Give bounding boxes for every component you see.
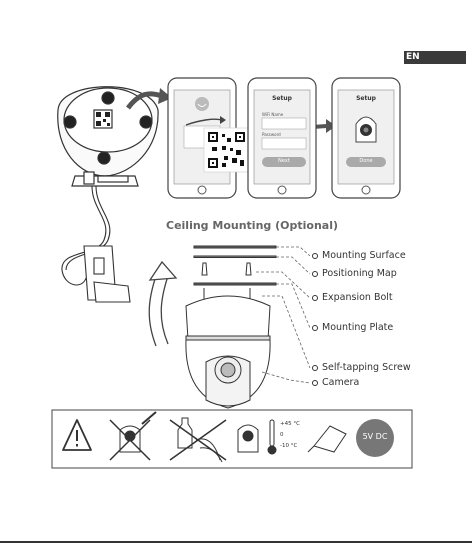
temp-mid-label: 0	[280, 432, 284, 438]
phone-3-done-button: Done	[346, 158, 386, 164]
part-label-camera: Camera	[322, 377, 359, 388]
part-label-self-tapping-screw: Self-tapping Screw	[322, 362, 411, 373]
part-bullets	[313, 254, 318, 386]
part-label-mounting-surface: Mounting Surface	[322, 250, 406, 261]
mounting-arrow-icon	[149, 276, 156, 346]
phone-2-field1-label: WiFi Name	[262, 112, 283, 117]
phone-2-field2-label: Password	[262, 132, 281, 137]
section-title: Ceiling Mounting (Optional)	[166, 219, 338, 232]
temp-high-label: +45 °C	[280, 421, 300, 427]
power-adapter-illustration	[62, 186, 130, 302]
power-label: 5V DC	[356, 432, 394, 441]
mounting-parts-illustration	[186, 246, 276, 408]
camera-underside-illustration	[58, 87, 158, 186]
phone-2-title: Setup	[254, 95, 310, 102]
qr-code-card	[204, 128, 250, 172]
temp-low-label: -10 °C	[280, 443, 297, 449]
phone-2-next-button: Next	[262, 158, 306, 164]
part-label-positioning-map: Positioning Map	[322, 268, 397, 279]
arrow-head-icon	[150, 262, 176, 280]
part-label-expansion-bolt: Expansion Bolt	[322, 292, 393, 303]
part-label-mounting-plate: Mounting Plate	[322, 322, 393, 333]
phone-3-title: Setup	[338, 95, 394, 102]
